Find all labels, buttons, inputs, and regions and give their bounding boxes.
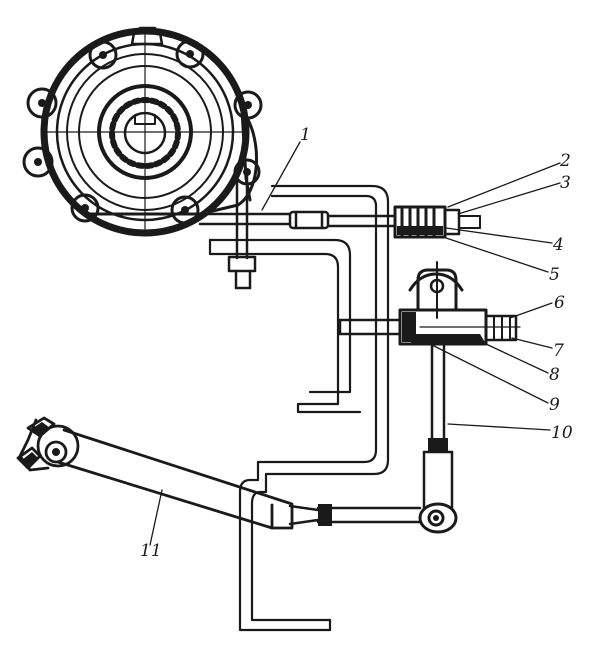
callout-9: 9	[549, 395, 560, 415]
spring-nut-pack	[393, 205, 481, 239]
callout-7: 7	[553, 341, 564, 361]
vertical-link	[422, 342, 454, 510]
pedal-end-shading	[22, 422, 60, 466]
pull-rod	[198, 210, 397, 230]
callout-4: 4	[552, 235, 564, 255]
callout-10: 10	[551, 423, 573, 443]
callout-labels: 1 2 3 4 5 6 7 8 9 10 11	[140, 125, 573, 561]
push-rod	[288, 504, 422, 526]
frame-bracket	[208, 184, 390, 632]
leader-lines	[149, 141, 561, 546]
drum-assembly	[22, 26, 263, 237]
callout-1: 1	[300, 125, 311, 145]
callout-6: 6	[554, 293, 565, 313]
callout-5: 5	[549, 265, 560, 285]
top-fitting	[130, 26, 164, 46]
lever-pivot	[338, 261, 521, 346]
callout-2: 2	[559, 151, 571, 171]
pedal-lever	[16, 416, 294, 530]
lower-eye-joint	[418, 502, 458, 534]
callout-8: 8	[549, 365, 560, 385]
callout-3: 3	[560, 173, 571, 193]
callout-11: 11	[140, 541, 162, 561]
